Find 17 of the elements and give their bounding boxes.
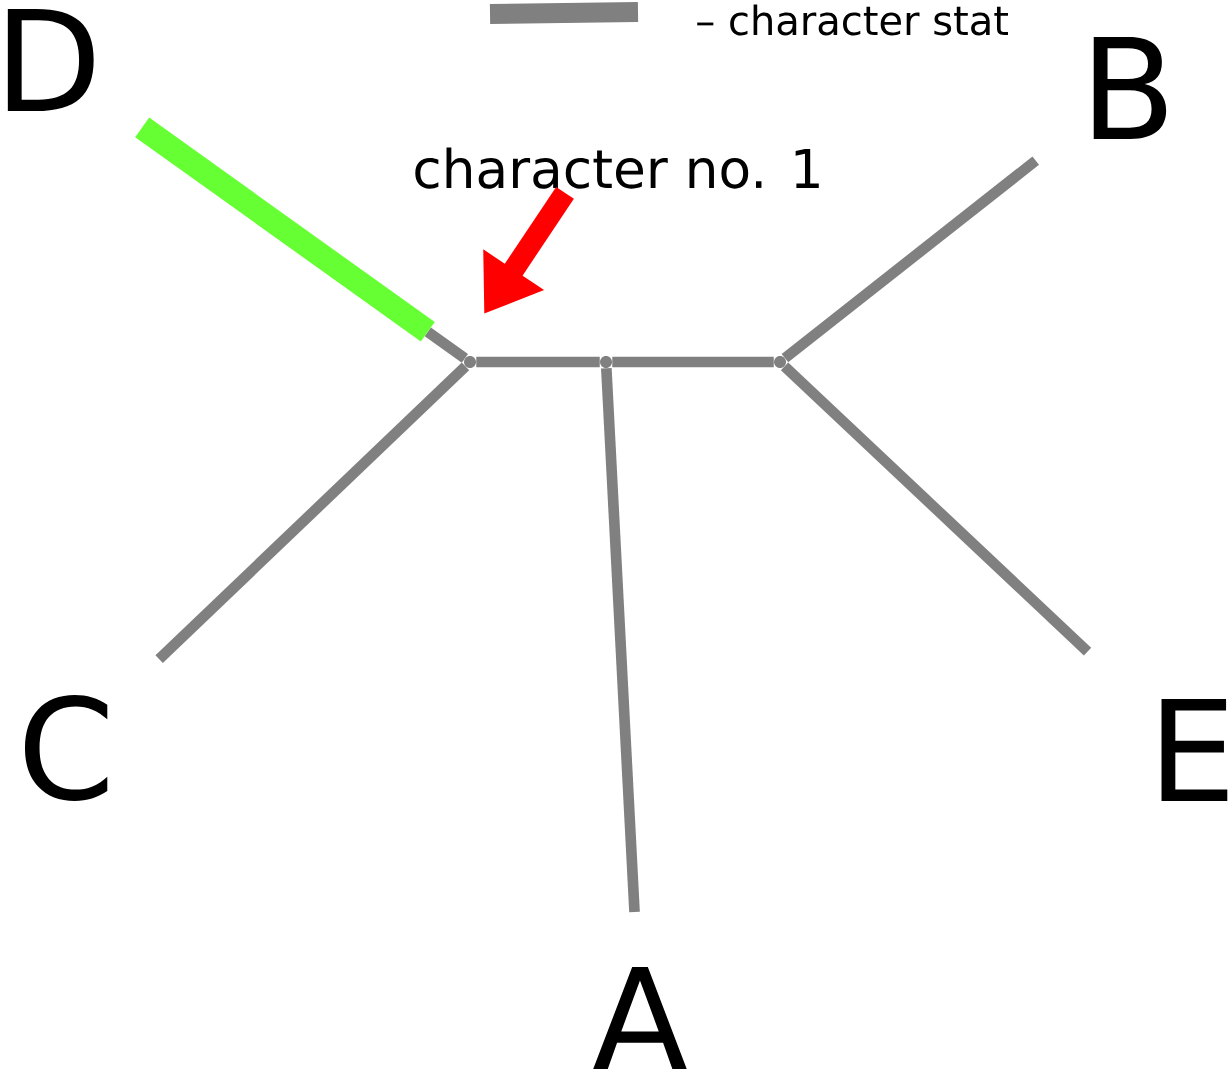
legend-text: – character stat	[697, 4, 1008, 36]
tree-branch	[601, 368, 640, 913]
tree-branch	[781, 156, 1040, 363]
tip-label: C	[25, 695, 108, 801]
tree-branch	[780, 362, 1092, 656]
tip-label: E	[1161, 698, 1228, 802]
tree-branch	[155, 362, 470, 663]
tip-label: A	[593, 967, 687, 1070]
tip-label: B	[1093, 36, 1167, 140]
branch-junction	[600, 356, 612, 368]
tree-branch	[476, 356, 600, 368]
tip-label: D	[7, 8, 94, 112]
branch-junction	[464, 356, 476, 368]
tree-branch	[135, 117, 468, 363]
tree-branch	[612, 356, 774, 368]
branch-junction	[774, 356, 786, 368]
annotation-text: character no. 1	[415, 147, 819, 189]
